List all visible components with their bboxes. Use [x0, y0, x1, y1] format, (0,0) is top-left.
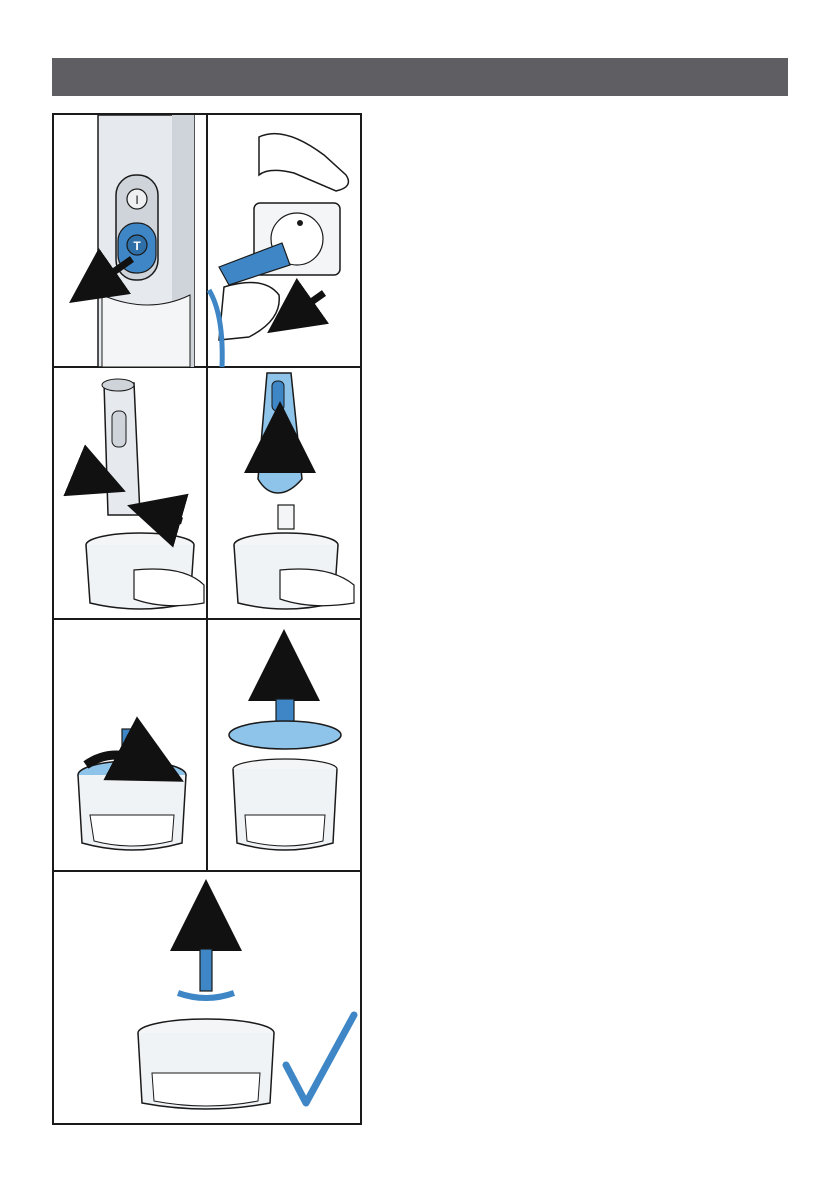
- unplug-arrow-icon: [290, 293, 324, 317]
- instruction-illustration-frame: I T: [52, 113, 362, 1125]
- on-button-label: I: [135, 193, 138, 207]
- press-side-buttons-arrow-icon: [154, 513, 182, 521]
- panel-step-2: [209, 134, 348, 367]
- panel-step-1: I T: [92, 115, 194, 367]
- panel-step-4: [234, 373, 354, 609]
- instruction-illustrations: I T: [54, 115, 360, 1123]
- panel-step-5: [78, 729, 186, 850]
- panel-step-6: [229, 665, 341, 850]
- panel-step-3: [76, 379, 204, 609]
- panel-step-7: [138, 915, 354, 1109]
- turbo-button-label: T: [133, 239, 141, 253]
- checkmark-icon: [286, 1015, 354, 1103]
- section-header-bar: [52, 58, 788, 96]
- instruction-text-column: [380, 113, 788, 1125]
- press-left-button-arrow-icon: [76, 471, 100, 481]
